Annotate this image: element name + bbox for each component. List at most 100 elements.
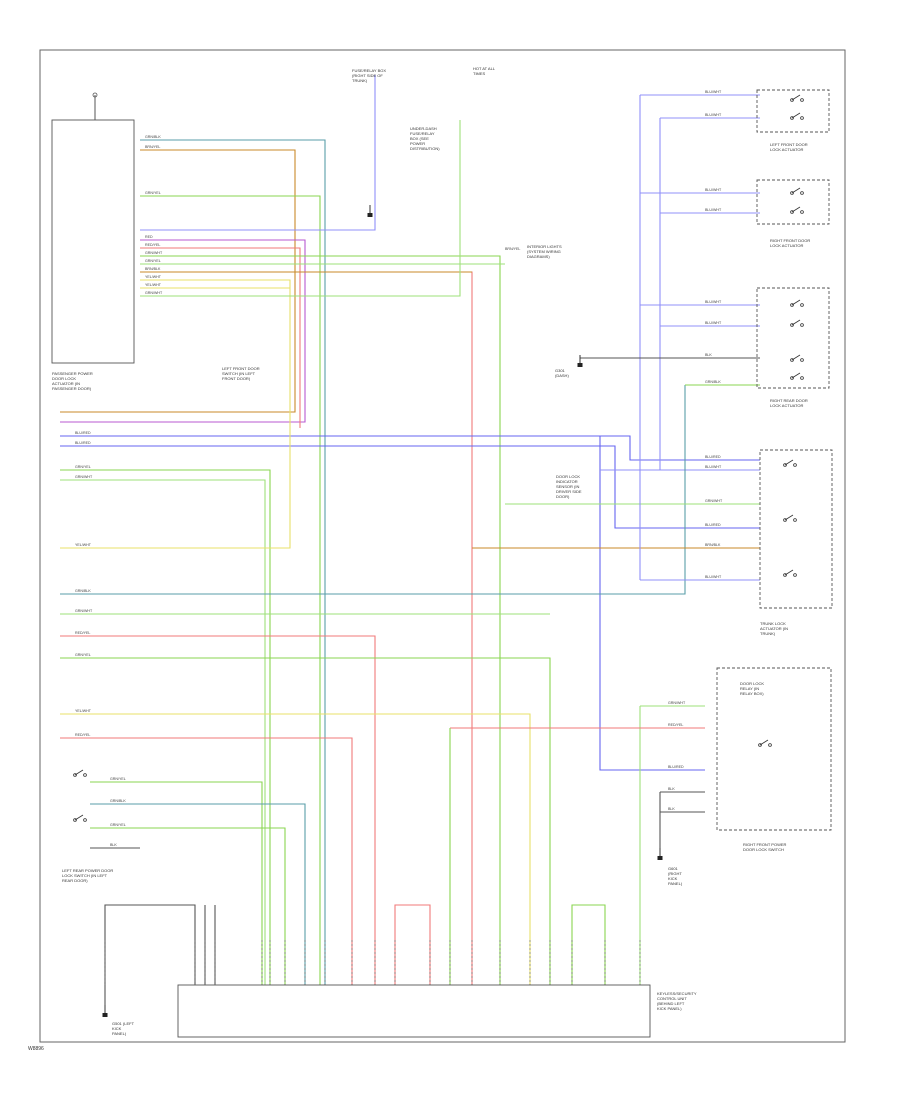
trunk-switch3-contact2 bbox=[793, 573, 797, 577]
wire-grn-blk-top bbox=[140, 139, 326, 985]
wire-blu-red-c bbox=[60, 435, 705, 771]
lr-dlswitch-2-blade bbox=[74, 814, 84, 821]
wire-label: BRN/BLK bbox=[705, 543, 721, 547]
trunk-switch-blade bbox=[784, 459, 794, 466]
diagram-frame bbox=[39, 49, 846, 1043]
wire-label: YEL/WHT bbox=[75, 709, 92, 713]
lh-pilot-box bbox=[51, 119, 135, 364]
ground-g4 bbox=[577, 363, 583, 367]
lf-lock-switch2-contact bbox=[790, 116, 794, 120]
wire-grn-yel-a bbox=[140, 195, 321, 985]
trunk-switch-contact bbox=[783, 463, 787, 467]
wire-label: RED bbox=[145, 235, 153, 239]
wire-label: RED/YEL bbox=[668, 723, 683, 727]
wire-label: GRN/WHT bbox=[145, 291, 163, 295]
wire-label: GRN/BLK bbox=[110, 799, 126, 803]
component-layer bbox=[51, 89, 833, 1038]
lf-lock-switch-contact2 bbox=[800, 98, 804, 102]
wire-grn-wht-c bbox=[60, 479, 266, 985]
lr-lock-switch4-blade bbox=[791, 372, 801, 379]
wire-label: GRN/YEL bbox=[145, 191, 161, 195]
wire-label: GRN/WHT bbox=[668, 701, 686, 705]
lr-lock-switch4-contact2 bbox=[800, 376, 804, 380]
wire-label: YEL/WHT bbox=[145, 283, 162, 287]
wire-label: GRN/WHT bbox=[75, 475, 93, 479]
lr-lock-switch2-blade bbox=[791, 319, 801, 326]
relay-switch-blade bbox=[759, 739, 769, 746]
g4-label: G301(DASH) bbox=[555, 368, 569, 378]
wire-label: GRN/WHT bbox=[145, 251, 163, 255]
wire-yel-wht-a bbox=[140, 279, 291, 405]
ground-g3 bbox=[367, 213, 373, 217]
wire-label: BLU/RED bbox=[75, 431, 91, 435]
lf-lock-switch-blade bbox=[791, 94, 801, 101]
wire-label: BLK bbox=[668, 787, 675, 791]
relay-box bbox=[716, 667, 832, 831]
wire-label: GRN/BLK bbox=[145, 135, 161, 139]
lr-lock-switch-contact2 bbox=[800, 303, 804, 307]
rf-lock-switch2-contact bbox=[790, 210, 794, 214]
wire-label: BLU/WHT bbox=[705, 300, 722, 304]
wire-label: BRN/YEL bbox=[505, 247, 520, 251]
trunk-switch2-blade bbox=[784, 514, 794, 521]
wire-label: GRN/BLK bbox=[705, 380, 721, 384]
lf-lock-switch-contact bbox=[790, 98, 794, 102]
wire-label: GRN/YEL bbox=[75, 465, 91, 469]
wire-yel-wht-c bbox=[60, 405, 291, 549]
relay-switch-contact bbox=[758, 743, 762, 747]
trunk-switch3-blade bbox=[784, 569, 794, 576]
lr-lock-switch3-contact2 bbox=[800, 358, 804, 362]
wire-label: BLK bbox=[110, 843, 117, 847]
wire-blu-wht-top bbox=[140, 75, 376, 231]
wire-label: BRN/YEL bbox=[145, 145, 160, 149]
wire-brn-yel-top bbox=[60, 149, 296, 413]
rf-lock-switch-contact2 bbox=[800, 191, 804, 195]
lr-dlswitch-2-contact2 bbox=[83, 818, 87, 822]
wire-red-wht-c bbox=[60, 635, 376, 985]
lr-dlswitch-1-contact bbox=[73, 773, 77, 777]
wire-label: BLU/RED bbox=[668, 765, 684, 769]
wire-label: GRN/WHT bbox=[75, 609, 93, 613]
wire-blk-ground bbox=[104, 904, 196, 1005]
wire-label: RED/YEL bbox=[145, 243, 160, 247]
rf-lock-switch-blade bbox=[791, 187, 801, 194]
wire-label: BLK bbox=[668, 807, 675, 811]
wire-label: YEL/WHT bbox=[75, 543, 92, 547]
wire-label: BLK bbox=[705, 353, 712, 357]
wire-label: GRN/YEL bbox=[75, 653, 91, 657]
rf-lock-switch2-blade bbox=[791, 206, 801, 213]
trunk-switch2-contact bbox=[783, 518, 787, 522]
wire-label: BLU/WHT bbox=[705, 575, 722, 579]
wire-red-wht-b bbox=[140, 271, 473, 985]
wire-grn-yel-e bbox=[90, 781, 263, 985]
wire-label: GRN/YEL bbox=[110, 823, 126, 827]
wire-label: BLU/WHT bbox=[705, 113, 722, 117]
wire-label: GRN/BLK bbox=[75, 589, 91, 593]
lr-dlswitch-2-contact bbox=[73, 818, 77, 822]
relay-switch-contact2 bbox=[768, 743, 772, 747]
rf-lock-switch-contact bbox=[790, 191, 794, 195]
page-code: W8896 bbox=[28, 1046, 44, 1052]
wire-grn-yel-b bbox=[140, 255, 501, 985]
rf-lock-box bbox=[756, 179, 830, 225]
rf-lock-switch2-contact2 bbox=[800, 210, 804, 214]
wire-grn-wht-b bbox=[140, 120, 461, 297]
ground-g1 bbox=[102, 1013, 108, 1017]
lr-dlswitch-1-contact2 bbox=[83, 773, 87, 777]
lr-lock-switch3-blade bbox=[791, 354, 801, 361]
trunk-switch3-contact bbox=[783, 573, 787, 577]
trunk-switch2-contact2 bbox=[793, 518, 797, 522]
wire-violet-yel bbox=[60, 239, 306, 423]
wire-red-wht-a bbox=[140, 247, 301, 428]
